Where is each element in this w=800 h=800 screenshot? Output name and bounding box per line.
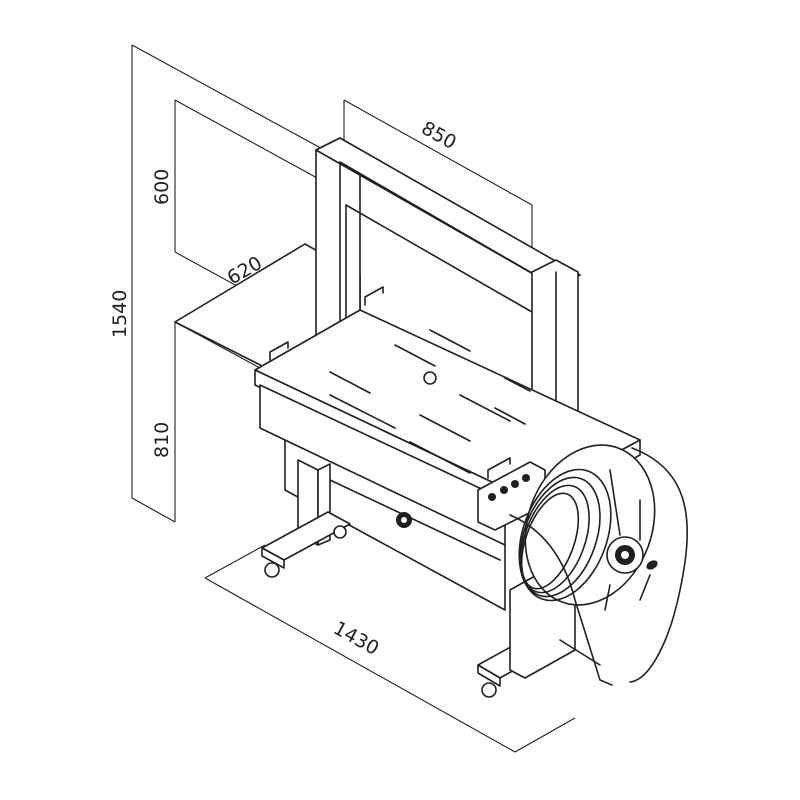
table-slots [329, 329, 531, 474]
dimension-label-1430: 1430 [330, 617, 383, 660]
strap-coil [518, 444, 658, 611]
coil-guard-frame [509, 447, 688, 686]
dimension-label-810: 810 [151, 422, 173, 458]
dimension-label-600: 600 [151, 169, 173, 205]
dimension-length [204, 544, 576, 753]
dimension-label-850: 850 [418, 117, 460, 154]
dimension-label-1540: 1540 [109, 290, 131, 338]
dimension-overall-height [131, 44, 329, 523]
machine-body [174, 137, 641, 698]
